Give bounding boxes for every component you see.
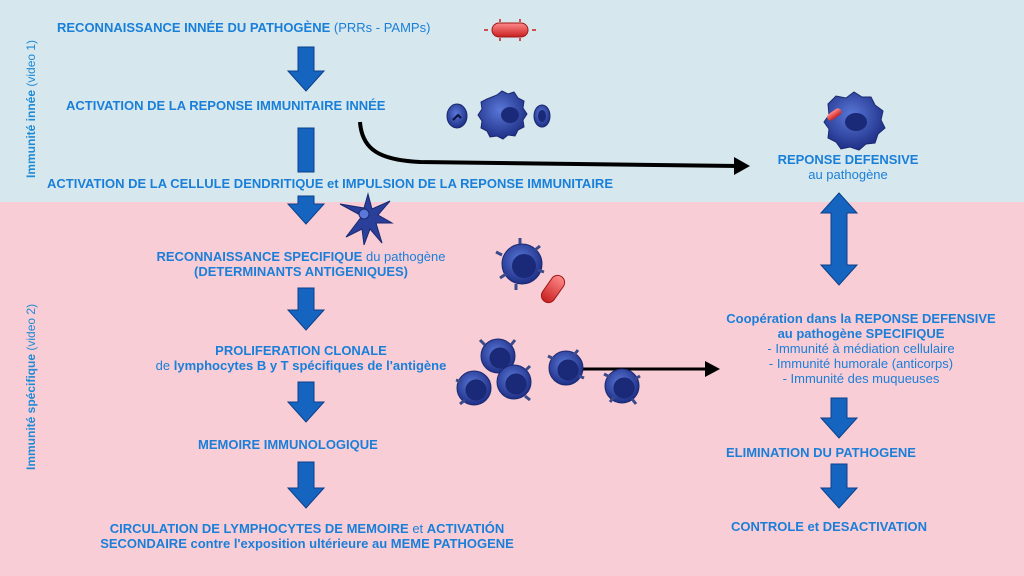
b-cell-bacterium-icon: [495, 238, 566, 304]
flow-arrow-5: [286, 381, 326, 423]
dendritic-cell-icon: [339, 192, 394, 246]
curved-arrow: [358, 121, 739, 168]
lymphocyte-cluster-icon: [455, 338, 641, 406]
cooperation-item: - Immunité des muqueuses: [782, 371, 940, 386]
bacterium-icon: [484, 19, 536, 41]
step-immunological-memory: MEMOIRE IMMUNOLOGIQUE: [198, 437, 378, 452]
flow-arrow-2: [297, 127, 315, 173]
step-innate-recognition: RECONNAISSANCE INNÉE DU PATHOGÈNE (PRRs …: [57, 20, 431, 35]
step-memory-circulation: CIRCULATION DE LYMPHOCYTES DE MEMOIRE et…: [100, 521, 514, 551]
step-dendritic-activation: ACTIVATION DE LA CELLULE DENDRITIQUE et …: [47, 176, 613, 191]
double-arrow: [819, 192, 859, 286]
flow-arrow-6: [286, 461, 326, 509]
flow-arrow-3: [286, 195, 326, 225]
step-specific-recognition: RECONNAISSANCE SPECIFIQUE du pathogène (…: [156, 249, 446, 279]
cooperation-item: - Immunité humorale (anticorps): [768, 356, 954, 371]
flow-arrow-right-2: [819, 463, 859, 509]
defensive-response: REPONSE DEFENSIVE au pathogène: [777, 152, 919, 182]
pathogen-elimination: ELIMINATION DU PATHOGENE: [726, 445, 916, 460]
macrophage-icon: [823, 91, 886, 151]
innate-cells-icon: [446, 90, 551, 140]
flow-arrow-1: [286, 46, 326, 92]
step-clonal-proliferation: PROLIFERATION CLONALE de lymphocytes B y…: [155, 343, 447, 373]
cooperation-block: Coopération dans la REPONSE DEFENSIVE au…: [726, 311, 996, 386]
flow-arrow-right-1: [819, 397, 859, 439]
flow-arrow-4: [286, 287, 326, 331]
control-deactivation: CONTROLE et DESACTIVATION: [731, 519, 927, 534]
cooperation-item: - Immunité à médiation cellulaire: [767, 341, 955, 356]
step-innate-activation: ACTIVATION DE LA REPONSE IMMUNITAIRE INN…: [66, 98, 386, 113]
